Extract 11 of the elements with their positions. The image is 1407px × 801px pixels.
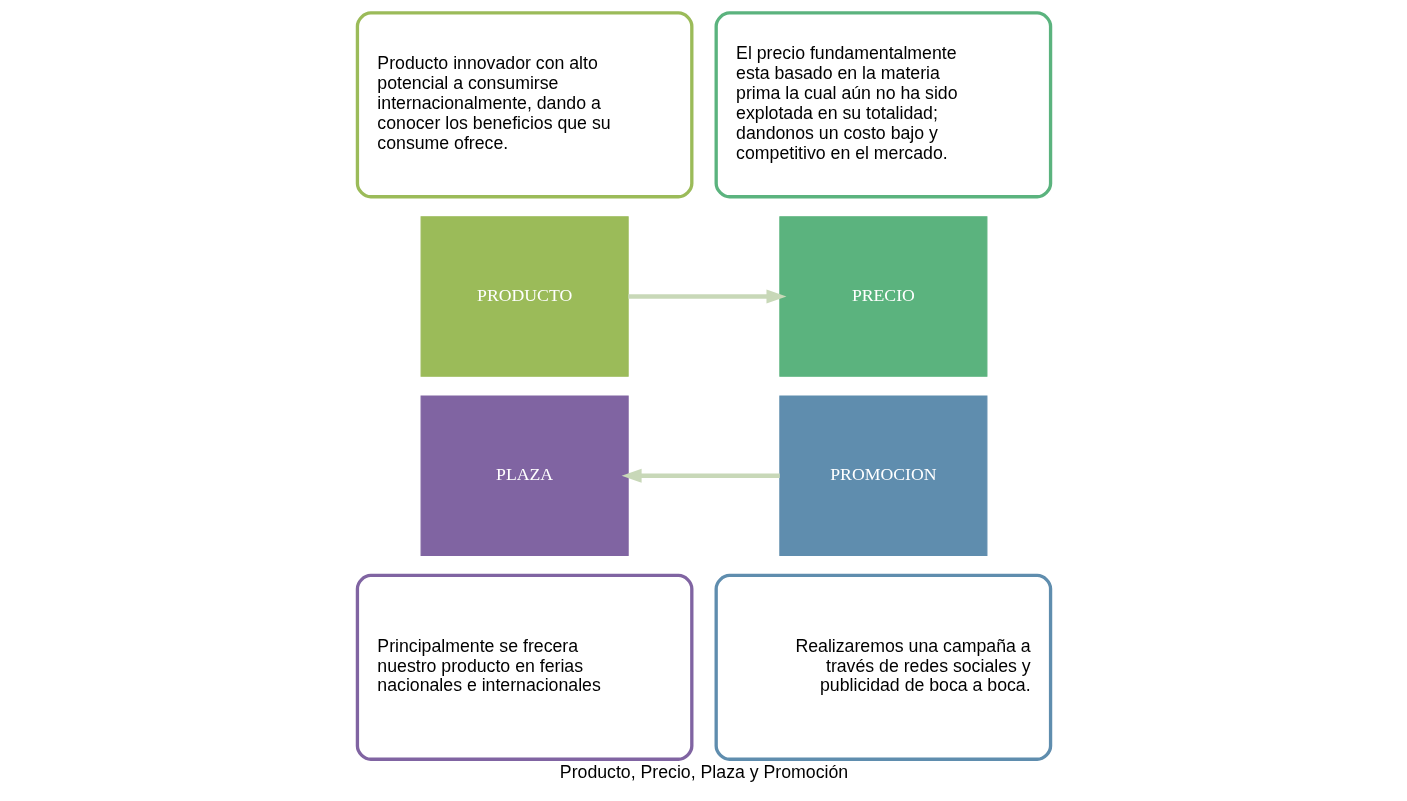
node-box: El precio fundamentalmente esta basado en la materia prima la cual aún no ha sido explotada en su totalidad; dandonos un costo bajo y competitivo en el mercado.: [714, 11, 1052, 199]
node-box: PRECIO: [778, 216, 987, 377]
node-box: PLAZA: [420, 395, 629, 557]
arrow: [627, 289, 786, 304]
node-box: Realizaremos una campaña a través de redes sociales y publicidad de boca a boca.: [714, 573, 1052, 761]
node-box: PROMOCION: [778, 395, 987, 557]
caption: Producto, Precio, Plaza y Promoción: [559, 761, 848, 782]
node-box: Producto innovador con alto potencial a consumirse internacionalmente, dando a conocer los beneficios que su consume ofrece.: [355, 11, 693, 199]
node-box: Principalmente se frecera nuestro producto en ferias nacionales e internacionales: [355, 573, 693, 761]
node-box: PRODUCTO: [420, 216, 629, 377]
arrow: [621, 468, 780, 483]
